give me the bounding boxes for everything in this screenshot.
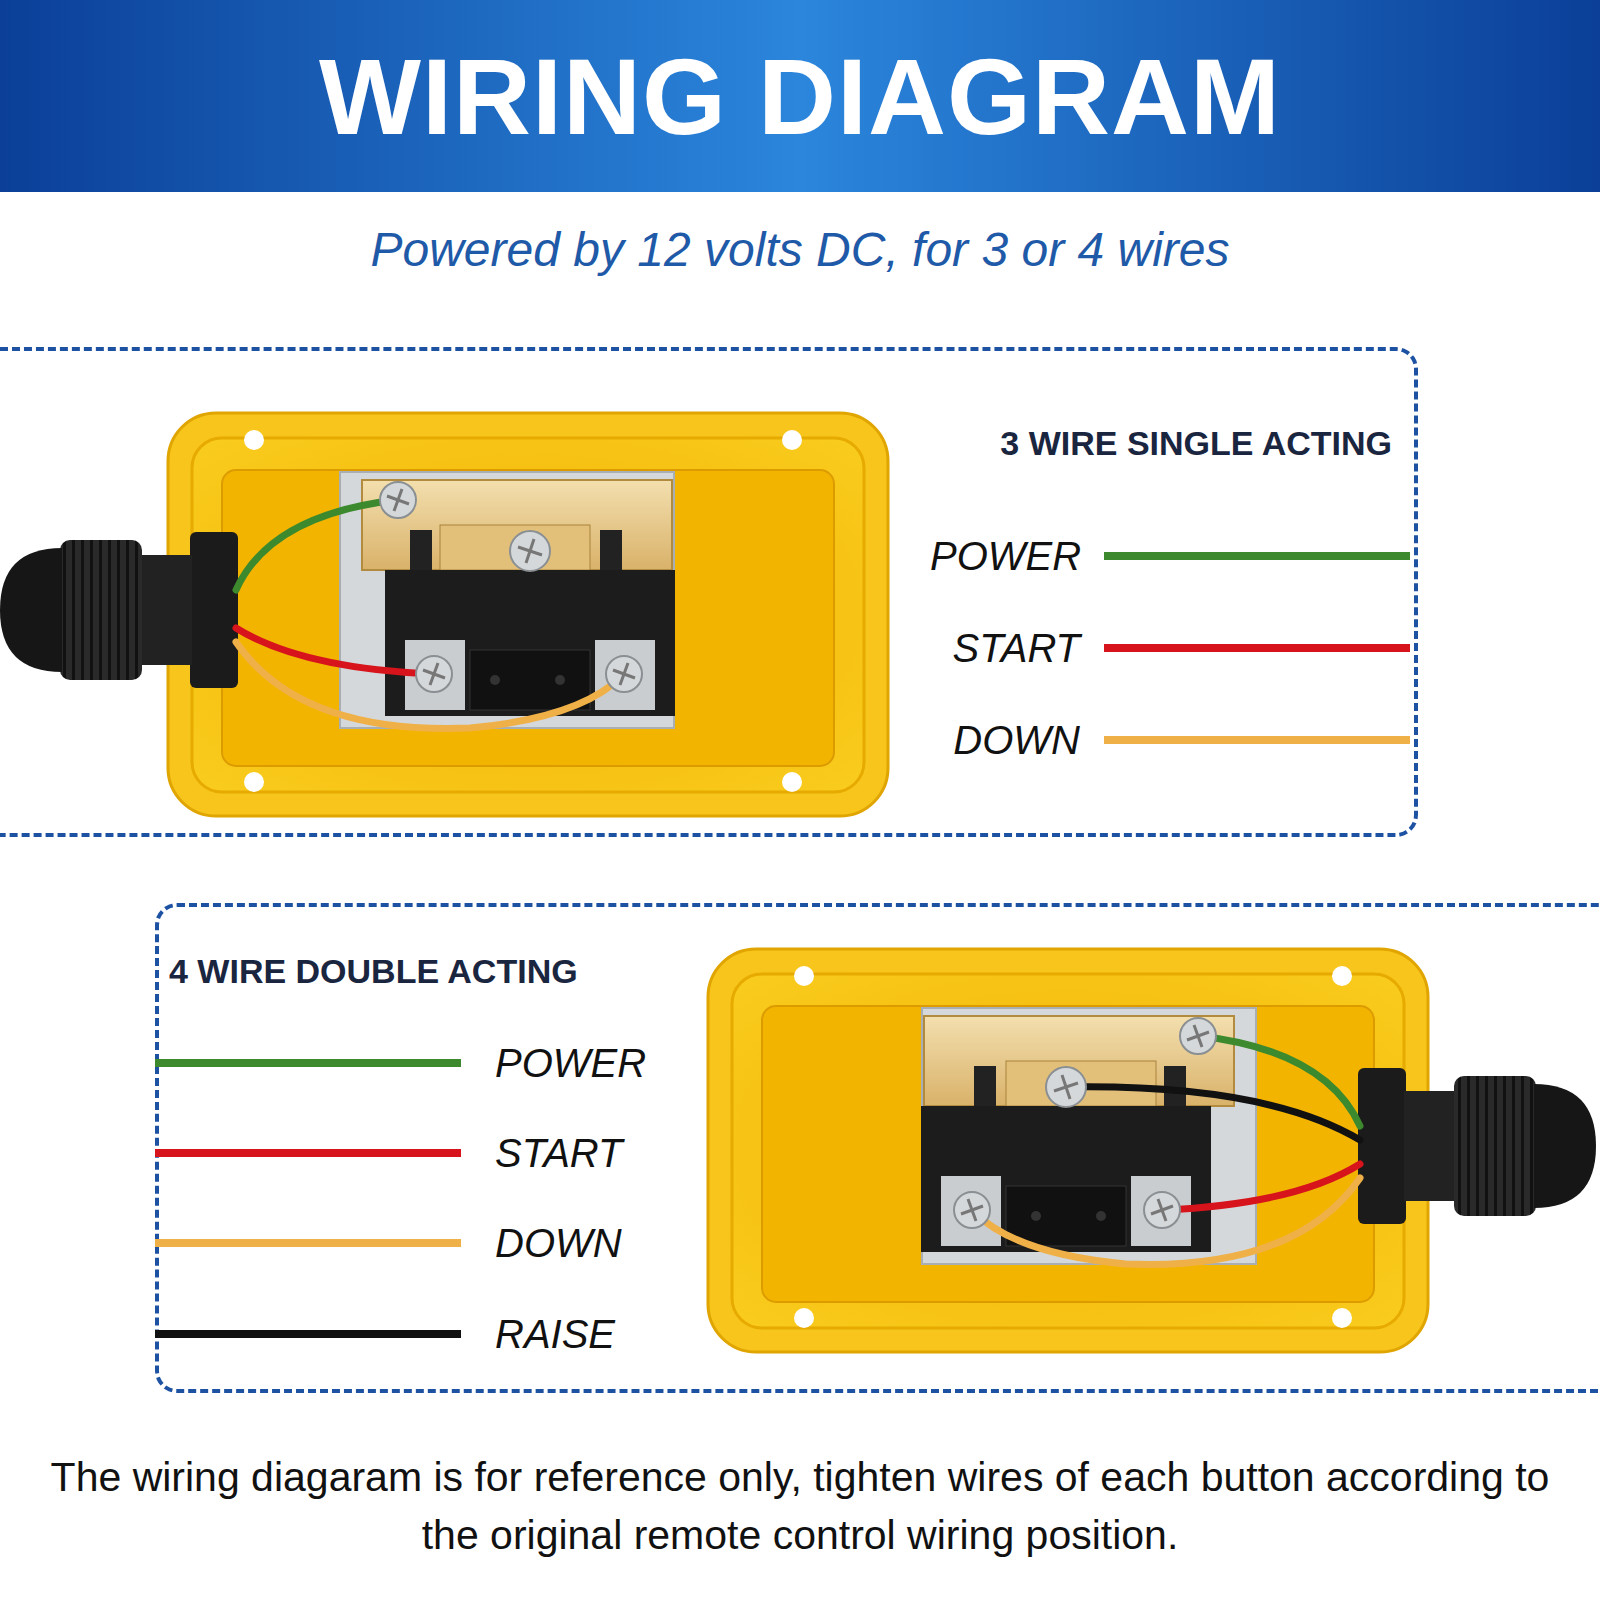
terminal-screws-4wire	[954, 1018, 1216, 1228]
illustration-part	[1164, 1164, 1360, 1210]
page-title: WIRING DIAGRAM	[0, 40, 1600, 153]
footnote-caption: The wiring diagaram is for reference onl…	[30, 1448, 1570, 1564]
illustration-part	[236, 628, 432, 674]
panel-heading: 4 WIRE DOUBLE ACTING	[169, 953, 578, 990]
wire-name: DOWN	[495, 1221, 622, 1265]
illustration-part	[1200, 1036, 1360, 1126]
wire-name: DOWN	[930, 718, 1080, 762]
wire-color-swatch	[1104, 552, 1410, 560]
wiring-panel: 3 WIRE SINGLE ACTING	[0, 347, 1418, 837]
wire-color-swatch	[1104, 736, 1410, 744]
wiring-panel: 4 WIRE DOUBLE ACTING	[155, 903, 1600, 1393]
terminal-screws-3wire	[380, 482, 642, 692]
wire-name: START	[495, 1131, 622, 1175]
subtitle-label: Powered by 12 volts DC, for 3 or 4 wires	[0, 224, 1600, 277]
illustration-part	[236, 500, 396, 590]
panel-heading: 3 WIRE SINGLE ACTING	[1000, 425, 1392, 462]
legend-entry: RAISE	[155, 1309, 615, 1359]
wire-color-swatch	[155, 1059, 461, 1067]
wire-name: POWER	[930, 534, 1080, 578]
wires-3wire	[236, 500, 622, 728]
wire-name: START	[930, 626, 1080, 670]
wires-4wire	[974, 1036, 1360, 1264]
legend-entry: START	[930, 623, 1410, 673]
illustration-part	[1068, 1087, 1360, 1140]
wire-color-swatch	[1104, 644, 1410, 652]
pendant-housing-3wire	[0, 413, 888, 816]
wire-name: RAISE	[495, 1312, 615, 1356]
legend-entry: DOWN	[930, 715, 1410, 765]
legend-entry: POWER	[930, 531, 1410, 581]
legend-entry: DOWN	[155, 1218, 622, 1268]
wire-color-swatch	[155, 1149, 461, 1157]
legend-entry: POWER	[155, 1038, 646, 1088]
legend-entry: START	[155, 1128, 622, 1178]
wire-color-swatch	[155, 1330, 461, 1338]
wire-color-swatch	[155, 1239, 461, 1247]
title-band	[0, 0, 1600, 192]
pendant-housing-4wire	[708, 949, 1596, 1352]
wire-name: POWER	[495, 1041, 646, 1085]
